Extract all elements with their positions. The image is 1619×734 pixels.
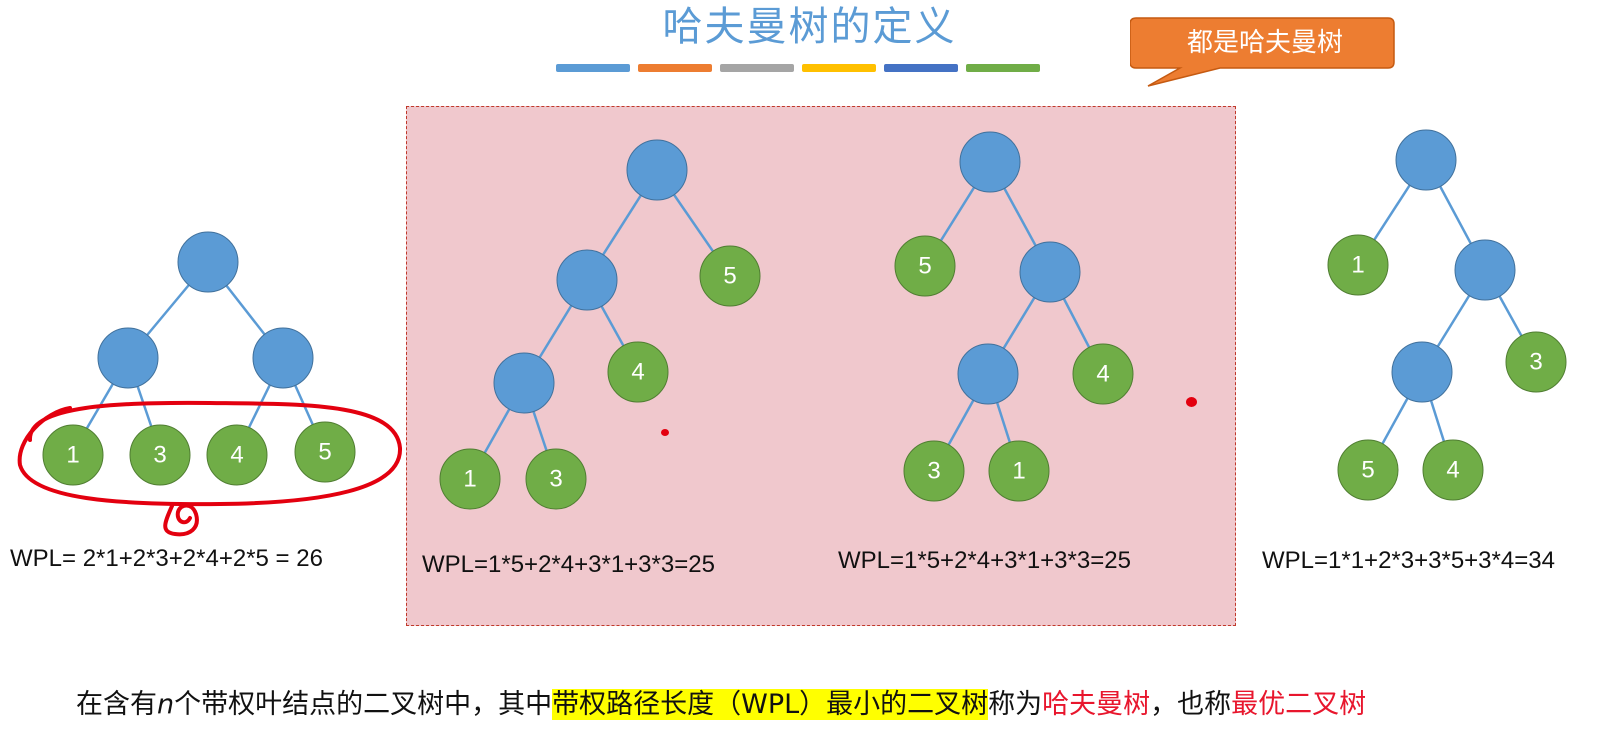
tree4-leaf-2 [1505, 331, 1567, 393]
tree1-leaf-4-label: 5 [318, 439, 331, 466]
ink-dot-1 [661, 429, 669, 436]
tree1-wpl: WPL= 2*1+2*3+2*4+2*5 = 26 [10, 545, 323, 572]
tree4-leaf-4 [1422, 439, 1484, 501]
caption-term-optimal: 最优二叉树 [1231, 689, 1367, 720]
tree3-leaf-3-label: 3 [927, 458, 940, 485]
tree4-internal-2 [1391, 341, 1453, 403]
definition-caption: 在含有n个带权叶结点的二叉树中，其中带权路径长度（WPL）最小的二叉树称为哈夫曼… [76, 682, 1366, 721]
tree3-wpl: WPL=1*5+2*4+3*1+3*3=25 [838, 547, 1131, 574]
color-bar-5 [884, 64, 958, 72]
red-annotation-scribble [163, 503, 199, 537]
tree3-leaf-3 [903, 440, 965, 502]
tree2-leaf-1-label: 5 [723, 263, 736, 290]
callout-text: 都是哈夫曼树 [1186, 28, 1343, 58]
tree2-wpl: WPL=1*5+2*4+3*1+3*3=25 [422, 551, 715, 578]
tree3-internal-2 [957, 343, 1019, 405]
tree2-leaf-2 [607, 341, 669, 403]
tree4-leaf-2-label: 3 [1529, 349, 1542, 376]
tree2-internal-1 [556, 249, 618, 311]
tree4-leaf-3-label: 5 [1361, 457, 1374, 484]
color-bar-strip [556, 64, 1040, 72]
ink-dot-2 [1186, 397, 1197, 407]
tree1-leaf-3 [206, 424, 268, 486]
color-bar-4 [802, 64, 876, 72]
tree1-leaf-1 [42, 424, 104, 486]
tree4-leaf-3 [1337, 439, 1399, 501]
tree1-leaf-2-label: 3 [153, 442, 166, 469]
tree1-leaf-2 [129, 424, 191, 486]
tree4-internal-1 [1454, 239, 1516, 301]
tree1-internal-right [252, 327, 314, 389]
tree3-leaf-1 [894, 235, 956, 297]
tree1-leaf-4 [294, 421, 356, 483]
tree2-leaf-1 [699, 245, 761, 307]
caption-n: n [157, 689, 175, 720]
caption-part3: 称为 [988, 689, 1043, 720]
tree3-leaf-1-label: 5 [918, 253, 931, 280]
tree4-wpl: WPL=1*1+2*3+3*5+3*4=34 [1262, 547, 1555, 574]
tree3-leaf-4-label: 1 [1012, 458, 1025, 485]
color-bar-1 [556, 64, 630, 72]
tree1-internal-left [97, 327, 159, 389]
color-bar-2 [638, 64, 712, 72]
tree1-leaf-3-label: 4 [230, 442, 243, 469]
tree2-leaf-4-label: 3 [549, 466, 562, 493]
tree4-root [1395, 129, 1457, 191]
color-bar-6 [966, 64, 1040, 72]
tree1-leaf-1-label: 1 [66, 442, 79, 469]
tree2-leaf-3 [439, 448, 501, 510]
caption-part4: ，也称 [1150, 689, 1232, 720]
tree-edges [71, 159, 1538, 480]
caption-part2: 个带权叶结点的二叉树中，其中 [174, 689, 553, 720]
tree4-leaf-1 [1327, 234, 1389, 296]
caption-highlight: 带权路径长度（WPL）最小的二叉树 [552, 689, 989, 720]
page-title: 哈夫曼树的定义 [662, 4, 957, 50]
caption-part1: 在含有 [76, 689, 157, 720]
tree4-leaf-4-label: 4 [1446, 457, 1459, 484]
red-annotation-loop [17, 400, 403, 507]
tree2-root [626, 139, 688, 201]
tree3-root [959, 131, 1021, 193]
tree3-leaf-2-label: 4 [1096, 361, 1109, 388]
color-bar-3 [720, 64, 794, 72]
tree4-leaf-1-label: 1 [1351, 252, 1364, 279]
tree1-root [177, 231, 239, 293]
tree2-leaf-2-label: 4 [631, 359, 644, 386]
callout-bubble [1130, 17, 1395, 87]
tree3-leaf-2 [1072, 343, 1134, 405]
tree2-internal-2 [493, 352, 555, 414]
tree3-leaf-4 [988, 440, 1050, 502]
tree2-leaf-3-label: 1 [463, 466, 476, 493]
tree-diagrams: 1 3 4 5 5 4 1 3 5 4 3 1 1 3 5 4 [17, 129, 1567, 537]
tree3-internal-1 [1019, 241, 1081, 303]
tree2-leaf-4 [525, 448, 587, 510]
caption-term-huffman: 哈夫曼树 [1042, 689, 1151, 720]
